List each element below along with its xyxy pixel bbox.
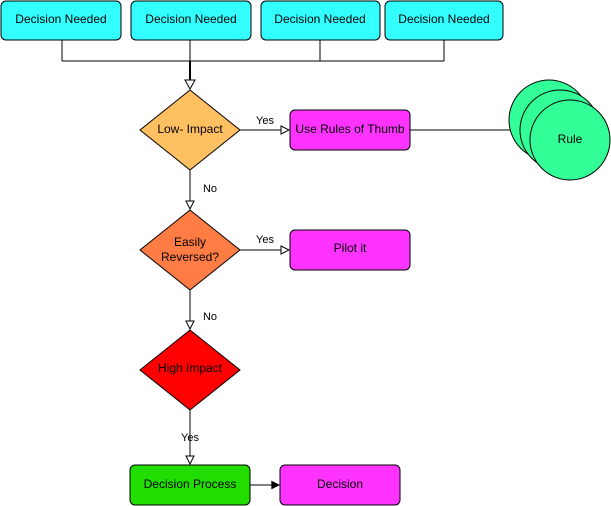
decision-needed-label-1: Decision Needed (15, 12, 106, 26)
easily-reversed-label-line1: Easily (174, 235, 206, 249)
use-rules-of-thumb-box: Use Rules of Thumb (289, 109, 411, 151)
decision-needed-box-4: Decision Needed (384, 0, 504, 41)
decision-needed-box-2: Decision Needed (130, 0, 252, 41)
decision-box: Decision (279, 464, 401, 506)
merge-bus-connector (61, 40, 445, 62)
low-impact-label: Low- Impact (157, 122, 223, 136)
edge-label-low-impact-yes: Yes (256, 115, 274, 127)
high-impact-diamond: High Impact (139, 329, 241, 411)
edge-bus-arrowhead (184, 79, 196, 91)
decision-needed-label-2: Decision Needed (145, 12, 236, 26)
pilot-it-box: Pilot it (289, 229, 411, 271)
easily-reversed-label-line2: Reversed? (161, 250, 219, 264)
decision-needed-box-3: Decision Needed (260, 0, 381, 41)
edge-label-high-impact-yes: Yes (181, 432, 199, 444)
edge-label-easily-reversed-no: No (203, 311, 217, 323)
decision-process-label: Decision Process (144, 477, 237, 491)
rule-label: Rule (558, 132, 583, 146)
edge-label-easily-reversed-yes: Yes (256, 234, 274, 246)
decision-needed-box-1: Decision Needed (0, 0, 122, 41)
rule-circle-stack: Rule (508, 79, 611, 181)
use-rules-of-thumb-label: Use Rules of Thumb (295, 122, 404, 136)
decision-process-box: Decision Process (129, 464, 251, 506)
high-impact-label: High Impact (158, 361, 223, 375)
pilot-it-label: Pilot it (334, 241, 367, 255)
decision-label: Decision (317, 477, 363, 491)
edge-label-low-impact-no: No (203, 183, 217, 195)
decision-needed-label-4: Decision Needed (398, 12, 489, 26)
low-impact-diamond: Low- Impact (139, 89, 241, 171)
decision-needed-label-3: Decision Needed (274, 12, 365, 26)
easily-reversed-diamond: Easily Reversed? (139, 209, 241, 291)
